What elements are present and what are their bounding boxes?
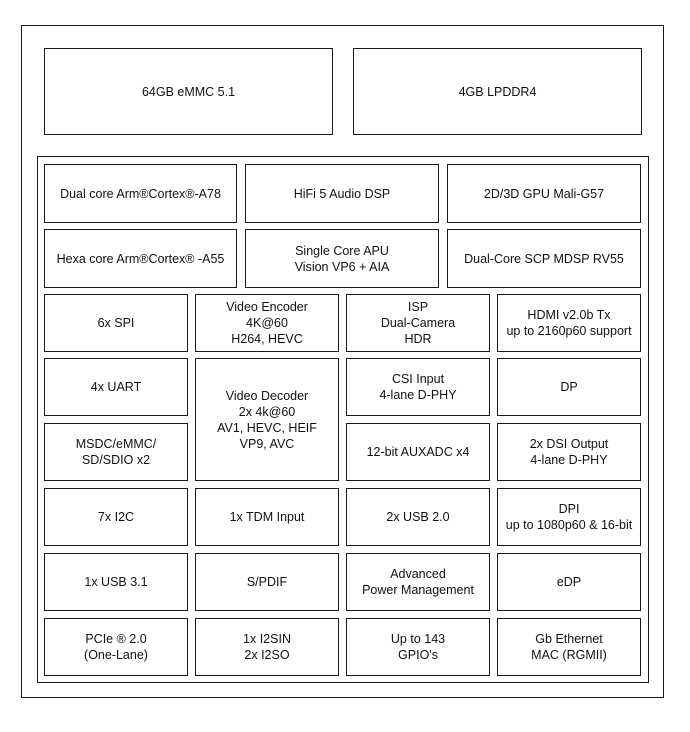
csi-block: CSI Input 4-lane D-PHY <box>346 358 490 416</box>
usb2-block: 2x USB 2.0 <box>346 488 490 546</box>
emmc-block: 64GB eMMC 5.1 <box>44 48 333 135</box>
uart-block: 4x UART <box>44 358 188 416</box>
dpi-block: DPI up to 1080p60 & 16-bit <box>497 488 641 546</box>
power-management-block: Advanced Power Management <box>346 553 490 611</box>
hdmi-block: HDMI v2.0b Tx up to 2160p60 support <box>497 294 641 352</box>
auxadc-block: 12-bit AUXADC x4 <box>346 423 490 481</box>
dsi-block: 2x DSI Output 4-lane D-PHY <box>497 423 641 481</box>
tdm-block: 1x TDM Input <box>195 488 339 546</box>
pcie-block: PCIe ® 2.0 (One-Lane) <box>44 618 188 676</box>
cpu-a78-block: Dual core Arm®Cortex®-A78 <box>44 164 237 223</box>
ethernet-block: Gb Ethernet MAC (RGMII) <box>497 618 641 676</box>
usb3-block: 1x USB 3.1 <box>44 553 188 611</box>
isp-block: ISP Dual-Camera HDR <box>346 294 490 352</box>
i2s-block: 1x I2SIN 2x I2SO <box>195 618 339 676</box>
gpio-block: Up to 143 GPIO's <box>346 618 490 676</box>
dp-block: DP <box>497 358 641 416</box>
lpddr-block: 4GB LPDDR4 <box>353 48 642 135</box>
i2c-block: 7x I2C <box>44 488 188 546</box>
apu-block: Single Core APU Vision VP6 + AIA <box>245 229 439 288</box>
scp-block: Dual-Core SCP MDSP RV55 <box>447 229 641 288</box>
edp-block: eDP <box>497 553 641 611</box>
spi-block: 6x SPI <box>44 294 188 352</box>
video-decoder-block: Video Decoder 2x 4k@60 AV1, HEVC, HEIF V… <box>195 358 339 481</box>
spdif-block: S/PDIF <box>195 553 339 611</box>
video-encoder-block: Video Encoder 4K@60 H264, HEVC <box>195 294 339 352</box>
cpu-a55-block: Hexa core Arm®Cortex® -A55 <box>44 229 237 288</box>
gpu-block: 2D/3D GPU Mali-G57 <box>447 164 641 223</box>
audio-dsp-block: HiFi 5 Audio DSP <box>245 164 439 223</box>
msdc-block: MSDC/eMMC/ SD/SDIO x2 <box>44 423 188 481</box>
